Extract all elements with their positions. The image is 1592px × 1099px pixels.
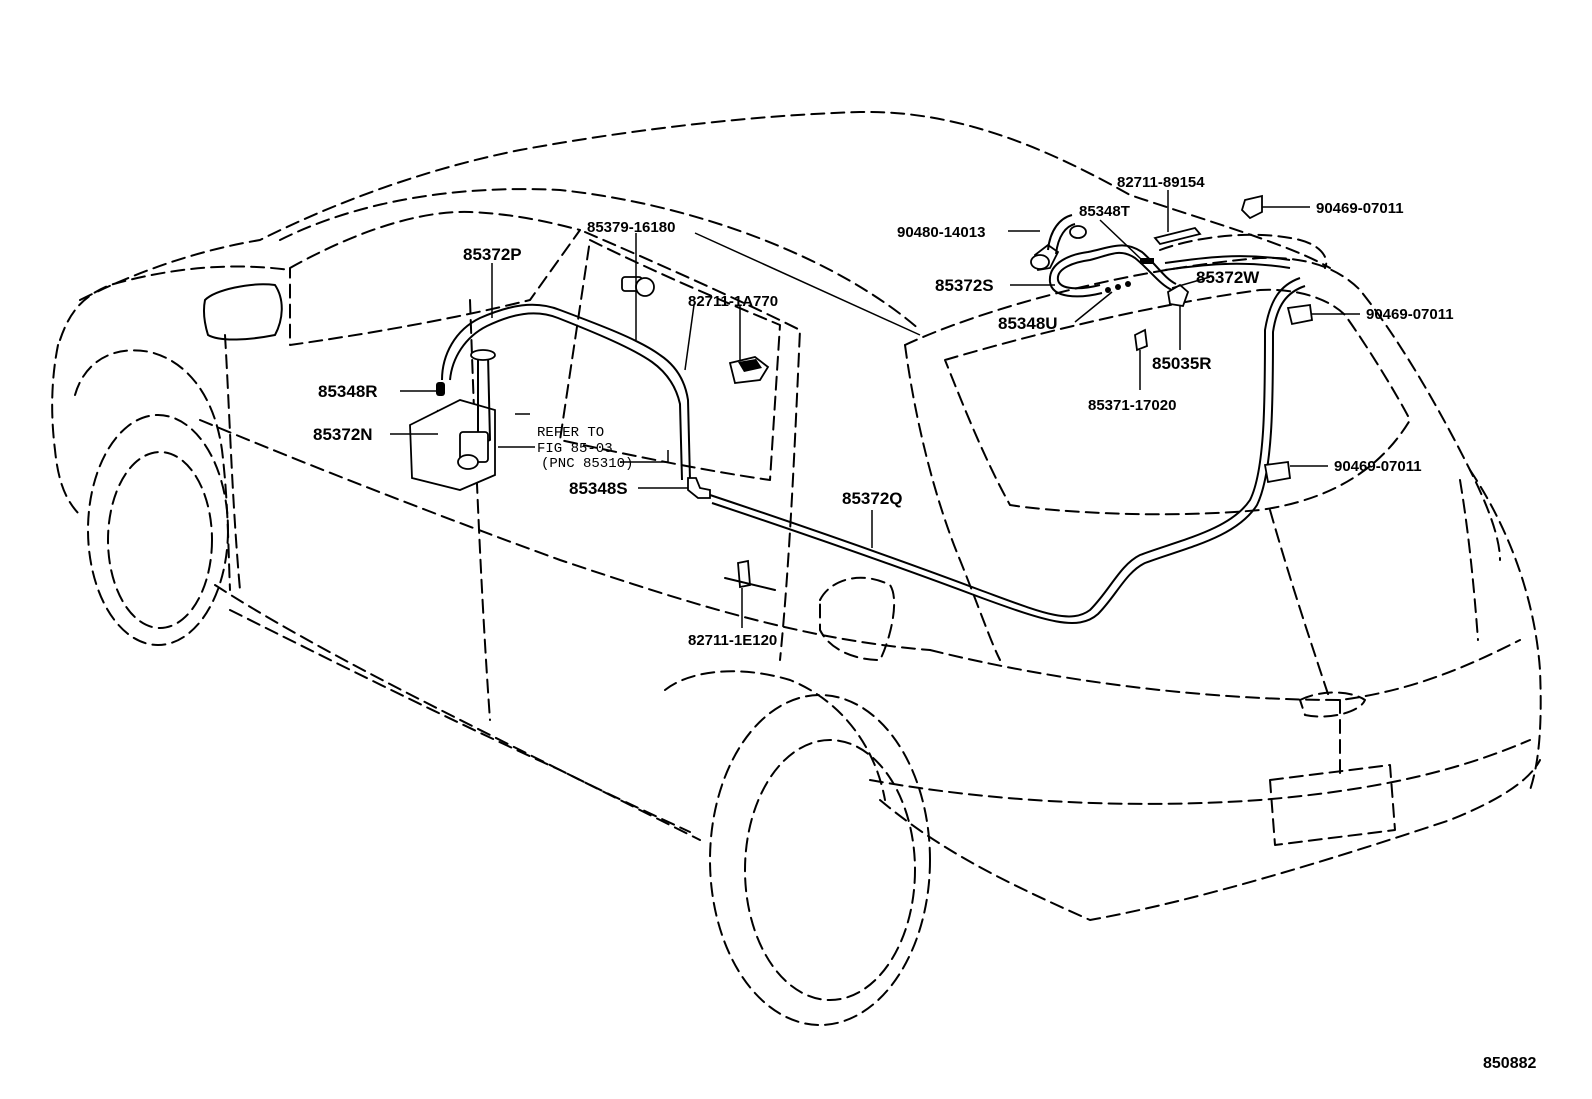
front-wheel-rim xyxy=(107,451,213,629)
parts xyxy=(409,194,1314,591)
rear-bumper xyxy=(879,759,1541,921)
label-85372S: 85372S xyxy=(935,276,994,295)
joint-85348U-c xyxy=(1125,281,1131,287)
hose-85372S xyxy=(1056,251,1173,291)
label-85379-16180: 85379-16180 xyxy=(587,219,675,236)
front-window xyxy=(289,210,581,346)
roof-side-line xyxy=(279,188,921,331)
label-85371-17020: 85371-17020 xyxy=(1088,397,1176,414)
side-sill xyxy=(214,584,701,841)
rear-wheel-rim xyxy=(744,739,916,1001)
side-mirror xyxy=(203,283,283,341)
hose-85372Q-inner xyxy=(711,285,1306,624)
rear-wheel-arch xyxy=(664,670,886,801)
label-85348S: 85348S xyxy=(569,479,628,498)
license-plate xyxy=(1269,764,1396,846)
clamp-85379-head xyxy=(635,277,655,297)
label-90469-07011-mid: 90469-07011 xyxy=(1366,306,1454,323)
rear-lamp xyxy=(1299,691,1366,718)
rear-bumper-top xyxy=(869,739,1531,805)
filler-cap xyxy=(470,349,496,361)
clip-90469-07011-a xyxy=(1240,194,1263,220)
clamp-82711-1E120-base xyxy=(724,577,776,591)
refer-line-1: REFER TO xyxy=(537,425,604,441)
part-labels: 82711-89154 90469-07011 90480-14013 8534… xyxy=(313,174,1536,1072)
rear-corner xyxy=(1469,469,1542,791)
side-crease xyxy=(199,419,931,651)
rear-window xyxy=(559,239,781,481)
hatch-crease-2 xyxy=(1459,479,1479,641)
hose-85372P xyxy=(441,303,691,481)
label-90469-07011-top: 90469-07011 xyxy=(1316,200,1404,217)
hatch-side xyxy=(904,344,1001,661)
hood-line xyxy=(59,265,291,341)
rear-panel xyxy=(929,639,1521,701)
pump-motor xyxy=(457,454,479,470)
joint-85348U-a xyxy=(1105,287,1111,293)
hatch-crease xyxy=(1269,509,1331,701)
label-82711-1A770: 82711-1A770 xyxy=(688,293,778,310)
joint-85348R xyxy=(436,382,445,396)
front-door xyxy=(224,334,241,591)
rear-glass xyxy=(944,288,1411,516)
valve-90480-head xyxy=(1030,254,1050,270)
rear-door xyxy=(584,231,801,661)
roof-spoiler xyxy=(1159,233,1328,269)
clamp-82711-89154 xyxy=(1153,226,1202,246)
roof-line xyxy=(79,110,1331,301)
grommet-85371-17020 xyxy=(1134,328,1148,352)
joint-85348U-b xyxy=(1115,284,1121,290)
front-wheel-arch xyxy=(74,349,231,591)
valve-hose-inner xyxy=(1055,223,1076,255)
label-85372N: 85372N xyxy=(313,425,373,444)
rear-wheel xyxy=(709,694,931,1026)
fuel-lid xyxy=(819,576,896,661)
hose-85372P-inner xyxy=(449,312,683,481)
clamp-82711-1A770-fill xyxy=(738,359,762,372)
label-82711-89154: 82711-89154 xyxy=(1117,174,1205,191)
label-90469-07011-low: 90469-07011 xyxy=(1334,458,1422,475)
label-85035R: 85035R xyxy=(1152,354,1212,373)
label-82711-1E120: 82711-1E120 xyxy=(688,632,777,649)
label-85348R: 85348R xyxy=(318,382,378,401)
front-wheel xyxy=(87,414,229,646)
nozzle-85035R xyxy=(1167,283,1190,308)
label-85348T: 85348T xyxy=(1079,203,1130,220)
joint-85348S xyxy=(687,477,711,499)
label-85348U: 85348U xyxy=(998,314,1058,333)
valve-hose xyxy=(1047,214,1073,251)
refer-line-3: (PNC 85310) xyxy=(541,456,633,472)
clip-90469-07011-c xyxy=(1263,460,1291,484)
rear-hatch xyxy=(904,256,1501,561)
label-90480-14013: 90480-14013 xyxy=(897,224,985,241)
joint-85348T xyxy=(1140,258,1154,264)
hose-85372Q xyxy=(709,277,1301,618)
b-pillar xyxy=(469,299,491,721)
clip-90469-07011-b xyxy=(1286,303,1314,326)
valve-top xyxy=(1069,225,1087,239)
leader-lines xyxy=(390,190,1360,628)
label-85372W: 85372W xyxy=(1196,268,1260,287)
refer-line-2: FIG 85-03 xyxy=(537,441,613,457)
side-lower-line xyxy=(229,609,691,833)
label-85372Q: 85372Q xyxy=(842,489,903,508)
front-nose xyxy=(51,344,81,516)
car-body-outline xyxy=(51,110,1542,1026)
hose-85372W-inner xyxy=(1164,262,1291,271)
label-85372P: 85372P xyxy=(463,245,522,264)
diagram-id: 850882 xyxy=(1483,1055,1536,1072)
hose-85372W xyxy=(1164,255,1291,264)
